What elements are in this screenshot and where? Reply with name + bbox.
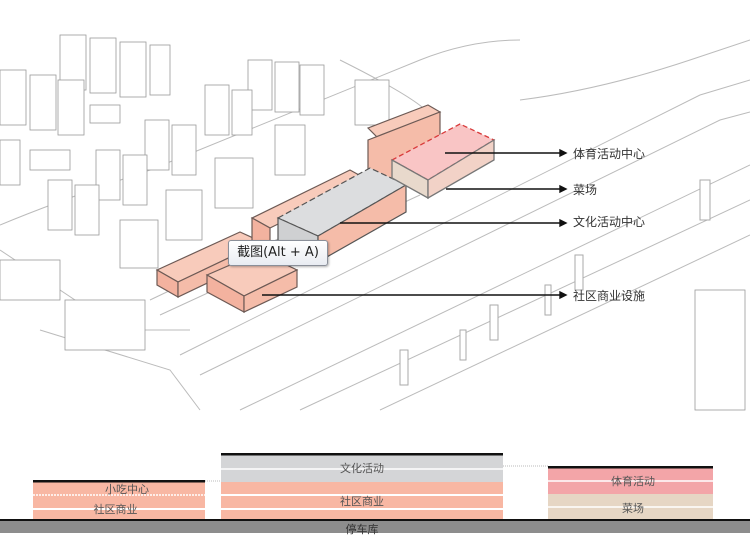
section-right-upper: 体育活动 xyxy=(611,475,655,488)
section-left-upper: 小吃中心 xyxy=(105,483,149,496)
section-diagram xyxy=(0,453,750,533)
elevated-road-piers xyxy=(399,179,711,386)
screenshot-tooltip: 截图(Alt + A) xyxy=(228,240,328,266)
section-basement: 停车库 xyxy=(345,523,379,536)
label-culture-center: 文化活动中心 xyxy=(573,215,646,229)
label-community-commerce: 社区商业设施 xyxy=(573,289,646,303)
label-sports-center: 体育活动中心 xyxy=(573,147,646,161)
sports-center-block xyxy=(390,123,496,200)
section-right-lower: 菜场 xyxy=(622,502,644,515)
section-middle-lower: 社区商业 xyxy=(340,495,384,508)
label-market: 菜场 xyxy=(573,183,598,197)
leader-arrows xyxy=(262,148,568,300)
residential-buildings xyxy=(0,34,746,411)
section-left-lower: 社区商业 xyxy=(93,503,138,516)
section-middle-upper: 文化活动 xyxy=(340,462,384,475)
